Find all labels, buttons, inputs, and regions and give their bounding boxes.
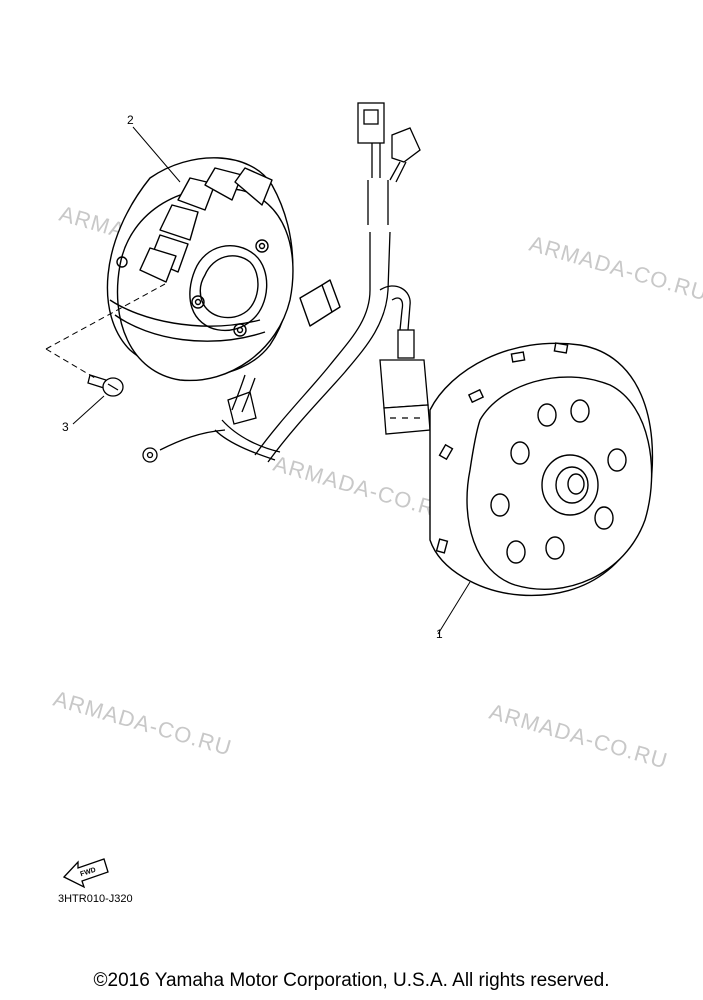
callout-flywheel: 1: [436, 627, 443, 641]
coupler-connector: [379, 329, 431, 435]
leader-lines: [45, 126, 471, 635]
screw-part: [87, 374, 124, 397]
watermark: ARMADA-CO.RU: [527, 231, 703, 306]
part-code: 3HTR010-J320: [58, 893, 133, 905]
watermark: ARMADA-CO.RU: [487, 699, 671, 774]
callout-screw: 3: [62, 420, 69, 434]
watermark: ARMADA-CO.RU: [271, 451, 455, 526]
stator-assembly: [106, 157, 341, 382]
copyright-notice: ©2016 Yamaha Motor Corporation, U.S.A. A…: [93, 970, 610, 991]
callout-stator: 2: [127, 113, 134, 127]
wiring-harness: [142, 102, 421, 463]
flywheel-rotor: [429, 342, 654, 597]
fwd-label: FWD: [79, 867, 96, 879]
fwd-arrow: FWD: [62, 858, 109, 889]
watermark: ARMADA-CO.RU: [51, 686, 235, 761]
